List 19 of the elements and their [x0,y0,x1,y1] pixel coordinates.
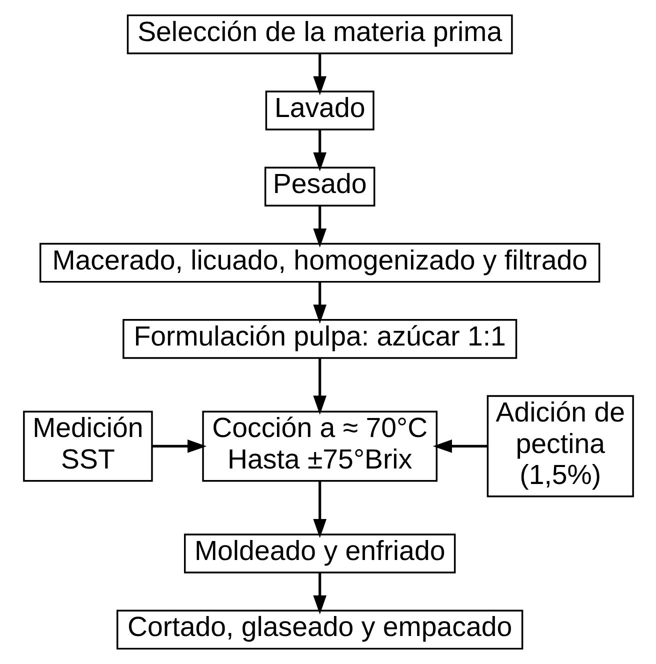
arrow [432,440,487,453]
arrow [312,481,326,538]
node-box: Pesado [264,166,375,207]
arrow [312,206,326,248]
node-box: Formulación pulpa: azúcar 1:1 [122,319,517,359]
arrow [312,54,326,96]
node-box: Macerado, licuado, homogenizado y filtrado [39,242,600,283]
arrow [152,440,206,453]
node-box: Cocción a ≈ 70°C Hasta ±75°Brix [202,410,438,482]
node-box: Selección de la materia prima [126,14,512,54]
node-box: Medición SST [22,410,152,482]
arrow [312,572,326,614]
node-box: Cortado, glaseado y empacado [116,610,523,650]
node-box: Adición de pectina (1,5%) [486,395,634,498]
node-box: Lavado [264,90,374,130]
arrow [312,282,326,324]
node-box: Moldeado y enfriado [184,534,456,574]
arrow [312,130,326,172]
arrow [312,358,326,415]
